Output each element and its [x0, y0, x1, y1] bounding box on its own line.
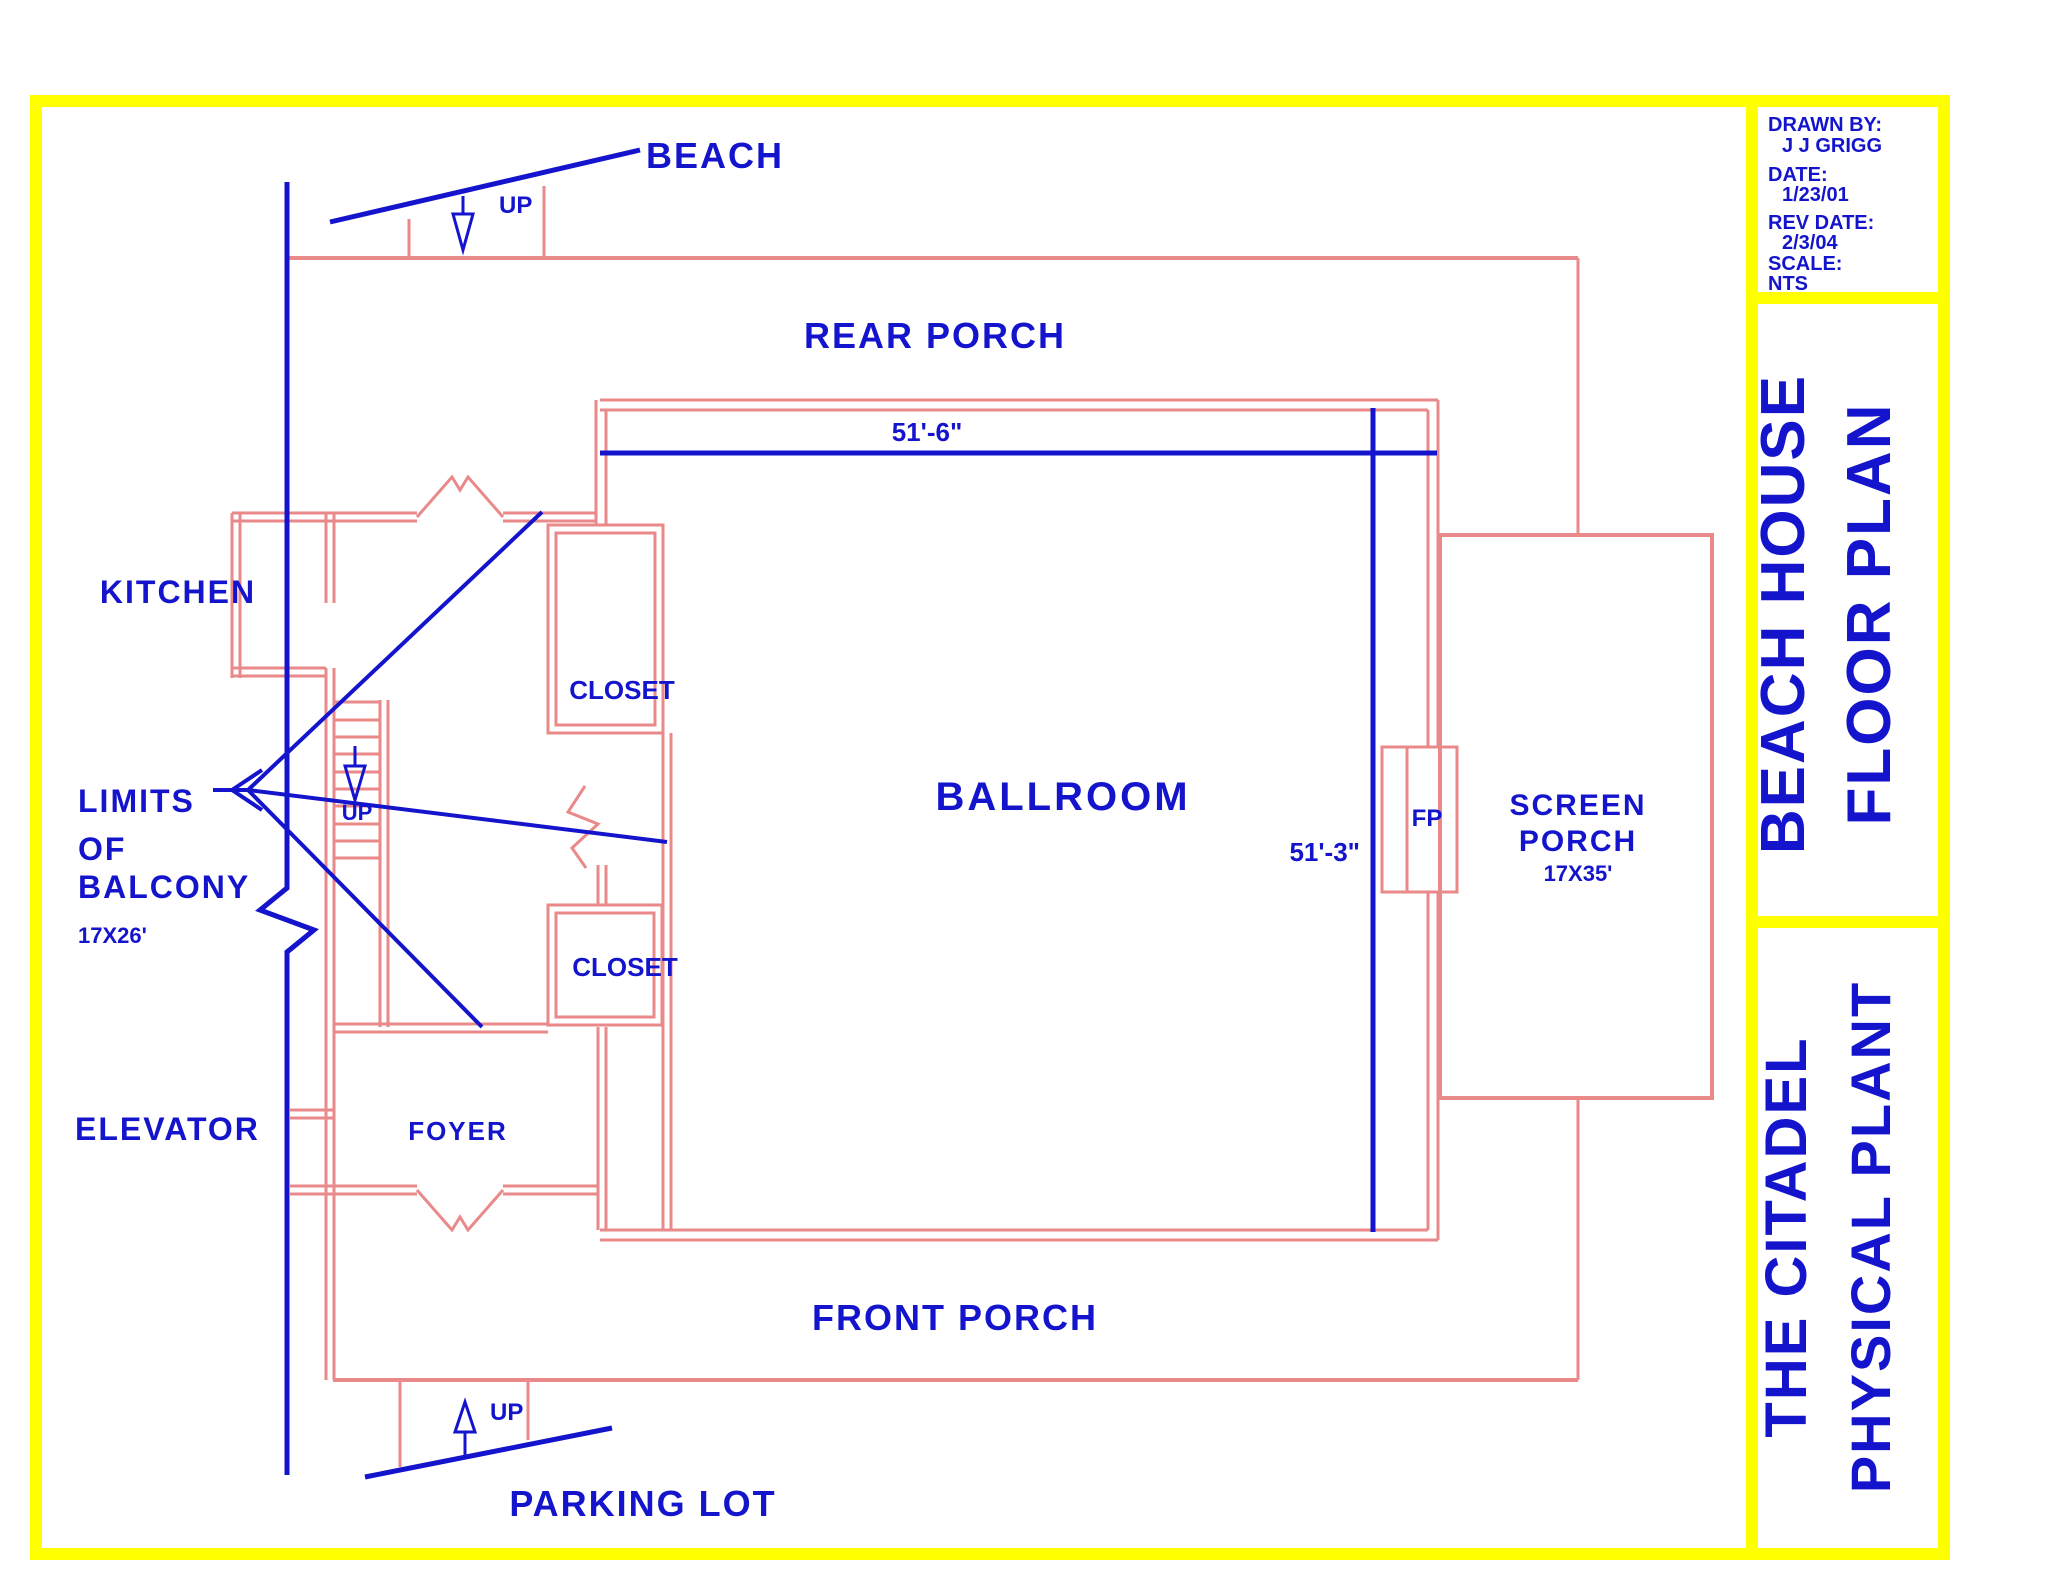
fireplace-box: [1380, 745, 1459, 894]
org-title-line2: PHYSICAL PLANT: [1839, 981, 1902, 1493]
up-arrow-beach: [451, 196, 475, 256]
date-label: DATE:: [1768, 164, 1828, 186]
closet-lower-label: CLOSET: [572, 952, 678, 982]
room-labels: BEACH UP REAR PORCH 51'-6" KITCHEN CLOSE…: [75, 135, 1646, 1524]
scale-label: SCALE:: [1768, 253, 1842, 275]
drawn-by-label: DRAWN BY:: [1768, 114, 1882, 136]
fireplace-label: FP: [1412, 805, 1443, 832]
ballroom-label: BALLROOM: [935, 775, 1190, 819]
dimension-height-label: 51'-3": [1289, 837, 1360, 867]
closet-upper-outer: [546, 523, 665, 735]
closet-upper-inner: [554, 531, 657, 727]
rev-date-value: 2/3/04: [1782, 232, 1838, 254]
elevator-label: ELEVATOR: [75, 1111, 260, 1147]
up-beach-label: UP: [499, 192, 532, 219]
leader-line-ballroom: [247, 788, 668, 844]
screen-porch-label-line2: PORCH: [1519, 825, 1637, 858]
project-title-line2: FLOOR PLAN: [1835, 403, 1904, 826]
kitchen-label: KITCHEN: [100, 574, 256, 610]
screen-porch-outline: [1438, 533, 1714, 1100]
org-title-line1: THE CITADEL: [1754, 1036, 1819, 1437]
balcony-limit-line: [255, 182, 319, 1475]
scale-value: NTS: [1768, 273, 1808, 295]
leader-line-foyer: [246, 788, 484, 1029]
leader-line-kitchen: [246, 510, 544, 792]
beach-boundary-line: [329, 147, 641, 225]
closet-upper-label: CLOSET: [569, 675, 675, 705]
front-door-break-symbol: [415, 1189, 505, 1233]
rev-date-label: REV DATE:: [1768, 212, 1874, 234]
parking-lot-label: PARKING LOT: [509, 1483, 776, 1524]
limits-label-line1: LIMITS: [78, 783, 195, 819]
dimension-width-label: 51'-6": [892, 417, 963, 447]
date-value: 1/23/01: [1782, 184, 1849, 206]
project-title-line1: BEACH HOUSE: [1749, 374, 1818, 854]
limits-label-line2: OF: [78, 831, 126, 867]
screen-porch-label-line1: SCREEN: [1509, 789, 1646, 822]
drawn-by-value: J J GRIGG: [1782, 135, 1882, 157]
front-porch-label: FRONT PORCH: [812, 1297, 1098, 1338]
closet-lower-inner: [554, 911, 656, 1019]
sidebar-titles: BEACH HOUSE FLOOR PLAN THE CITADEL PHYSI…: [1749, 374, 1904, 1493]
annotation-lines: [213, 147, 1437, 1480]
leader-arrowhead-top: [230, 768, 264, 792]
rear-porch-label: REAR PORCH: [804, 315, 1066, 356]
parking-boundary-line: [364, 1425, 613, 1480]
leader-arrowhead-bottom: [230, 788, 264, 812]
walls: [230, 186, 1714, 1467]
up-arrow-parking: [452, 1397, 478, 1456]
sheet-border: [30, 95, 1950, 1560]
balcony-size-label: 17X26': [78, 923, 147, 948]
up-arrow-stairs: [342, 746, 368, 806]
screen-porch-size-label: 17X35': [1544, 861, 1613, 886]
door-break-symbol: [565, 785, 601, 869]
window-break-symbol: [415, 474, 505, 518]
title-block: DRAWN BY: J J GRIGG DATE: 1/23/01 REV DA…: [1768, 114, 1882, 295]
foyer-label: FOYER: [408, 1116, 508, 1146]
up-stairs-label: UP: [342, 800, 373, 825]
up-parking-label: UP: [490, 1399, 523, 1426]
beach-label: BEACH: [646, 135, 784, 176]
limits-label-line3: BALCONY: [78, 869, 250, 905]
